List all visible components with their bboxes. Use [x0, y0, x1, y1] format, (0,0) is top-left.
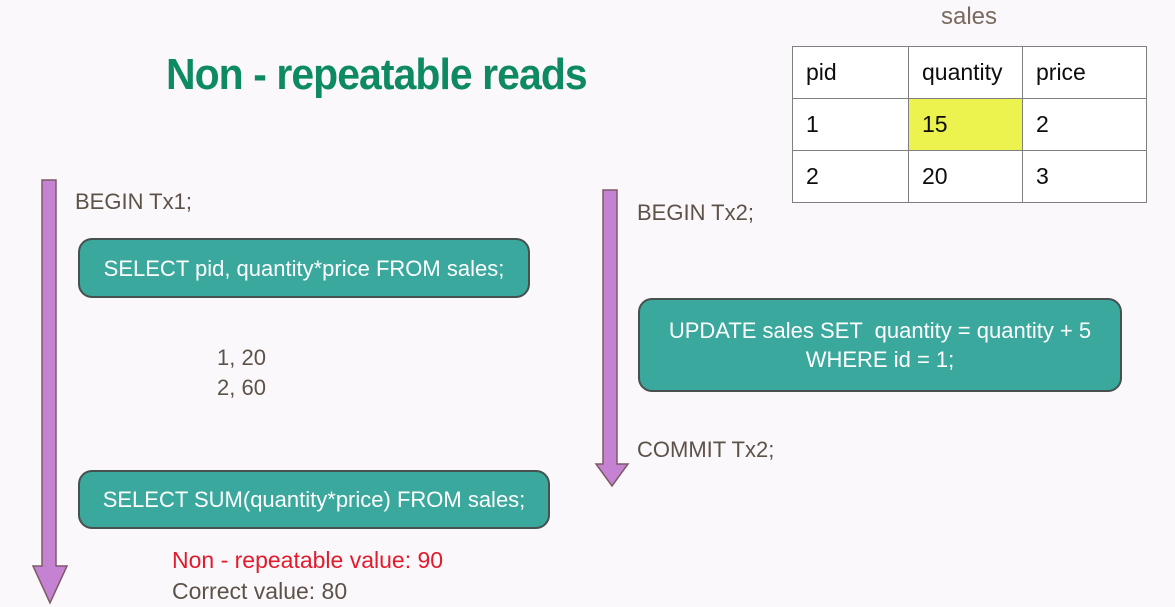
page-title: Non - repeatable reads [166, 50, 588, 99]
tx1-select-pid-box: SELECT pid, quantity*price FROM sales; [78, 238, 530, 298]
sales-row-2: 2 20 3 [792, 150, 1147, 203]
correct-value-label: Correct value: 80 [172, 578, 348, 604]
sales-cell-quantity-2: 20 [908, 150, 1023, 203]
tx1-query-result: 1, 20 2, 60 [217, 343, 266, 403]
sales-table-caption: sales [940, 3, 998, 30]
sales-row-1: 1 15 2 [792, 98, 1147, 151]
tx1-begin-label: BEGIN Tx1; [75, 189, 192, 214]
tx1-select-sum-box: SELECT SUM(quantity*price) FROM sales; [78, 470, 550, 529]
non-repeatable-value-label: Non - repeatable value: 90 [172, 547, 444, 573]
tx1-timeline-arrow-icon [31, 179, 69, 605]
tx1-select-sum-text: SELECT SUM(quantity*price) FROM sales; [102, 487, 526, 512]
sales-cell-quantity-1-highlighted: 15 [908, 98, 1023, 151]
sales-header-price: price [1022, 46, 1147, 99]
sales-cell-price-2: 3 [1022, 150, 1147, 203]
tx1-result-line1: 1, 20 [217, 345, 266, 370]
sales-header-row: pid quantity price [792, 46, 1147, 99]
sales-cell-pid-2: 2 [792, 150, 909, 203]
tx2-update-box: UPDATE sales SET quantity = quantity + 5… [638, 298, 1122, 392]
tx2-commit-label: COMMIT Tx2; [637, 437, 775, 462]
sales-header-quantity: quantity [908, 46, 1023, 99]
sales-cell-price-1: 2 [1022, 98, 1147, 151]
tx2-update-line1: UPDATE sales SET quantity = quantity + 5 [668, 318, 1092, 343]
sales-header-pid: pid [792, 46, 909, 99]
tx1-result-line2: 2, 60 [217, 375, 266, 400]
sales-cell-pid-1: 1 [792, 98, 909, 151]
tx2-timeline-arrow-icon [594, 189, 630, 488]
sales-table: pid quantity price 1 15 2 2 20 3 [792, 46, 1147, 203]
tx1-select-pid-text: SELECT pid, quantity*price FROM sales; [103, 255, 505, 281]
tx2-begin-label: BEGIN Tx2; [637, 200, 754, 225]
tx2-update-line2: WHERE id = 1; [805, 347, 955, 372]
